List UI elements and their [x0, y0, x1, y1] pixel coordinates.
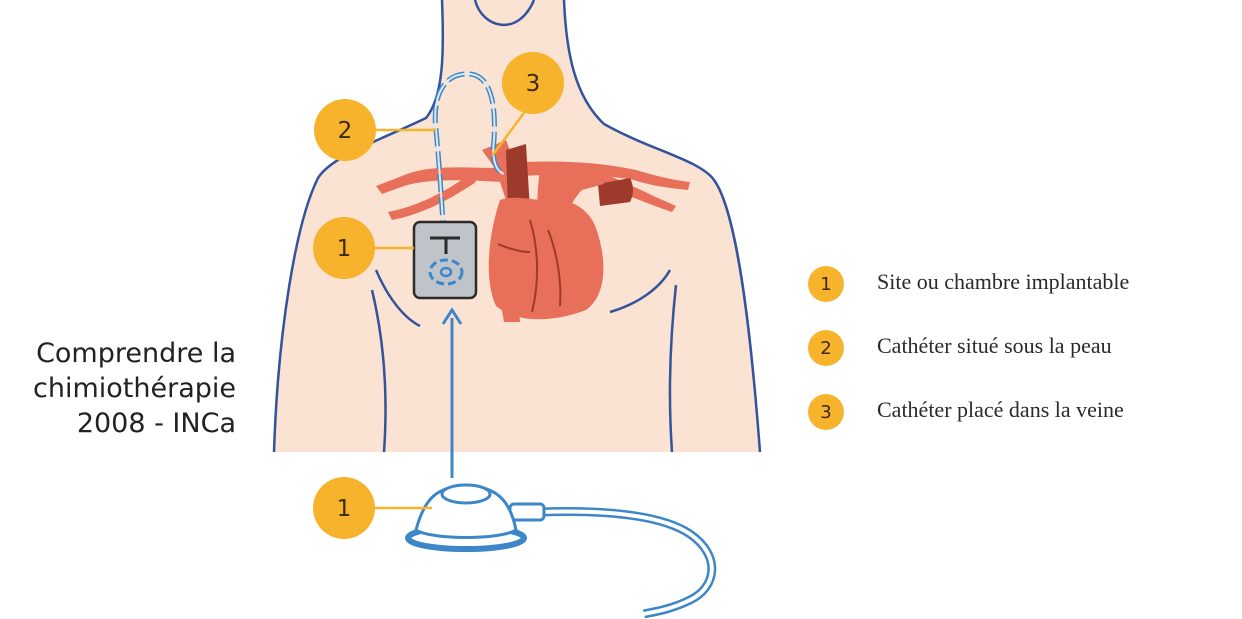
legend-label-3: Cathéter placé dans la veine: [877, 397, 1124, 423]
svg-text:1: 1: [337, 236, 352, 262]
caption-line-2: chimiothérapie: [0, 371, 236, 406]
callout-1-chest: 1: [313, 217, 375, 279]
caption-line-3: 2008 - INCa: [0, 406, 236, 441]
source-caption: Comprendre la chimiothérapie 2008 - INCa: [0, 336, 236, 441]
callout-3: 3: [502, 52, 564, 114]
legend-badge-3: 3: [808, 394, 844, 430]
legend-label-2: Cathéter situé sous la peau: [877, 333, 1112, 359]
svg-text:2: 2: [338, 118, 353, 144]
port-device-closeup: [408, 485, 712, 614]
implanted-port: [414, 222, 476, 298]
caption-line-1: Comprendre la: [0, 336, 236, 371]
callout-1-device: 1: [313, 477, 375, 539]
legend-badge-2: 2: [808, 330, 844, 366]
svg-text:3: 3: [526, 71, 541, 97]
svg-text:1: 1: [337, 496, 352, 522]
legend-label-1: Site ou chambre implantable: [877, 269, 1129, 295]
legend-badge-1: 1: [808, 266, 844, 302]
callout-2: 2: [314, 99, 376, 161]
